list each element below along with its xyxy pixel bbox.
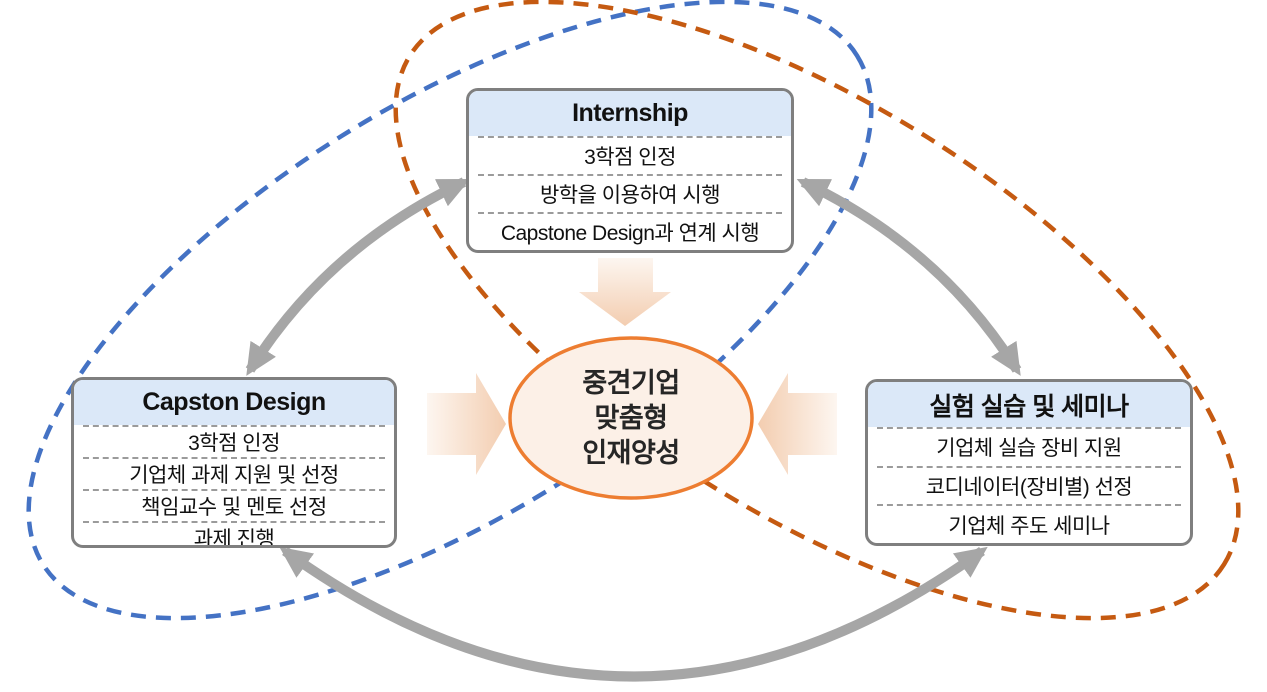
capstone-row-2: 기업체 과제 지원 및 선정 bbox=[83, 457, 385, 489]
lab-box-rows: 기업체 실습 장비 지원 코디네이터(장비별) 선정 기업체 주도 세미나 bbox=[868, 427, 1190, 543]
capstone-internship-arrow bbox=[245, 177, 471, 376]
internship-box-rows: 3학점 인정 방학을 이용하여 시행 Capstone Design과 연계 시… bbox=[469, 136, 791, 250]
capstone-row-3: 책임교수 및 멘토 선정 bbox=[83, 489, 385, 521]
capstone-design-box: Capston Design 3학점 인정 기업체 과제 지원 및 선정 책임교… bbox=[71, 377, 397, 548]
internship-row-2: 방학을 이용하여 시행 bbox=[478, 174, 782, 212]
capstone-box-title: Capston Design bbox=[74, 380, 394, 425]
lab-row-2: 코디네이터(장비별) 선정 bbox=[877, 465, 1181, 505]
internship-row-3: Capstone Design과 연계 시행 bbox=[478, 212, 782, 250]
orange-dashed-ellipse bbox=[393, 0, 1241, 621]
lab-to-center-arrow bbox=[758, 373, 837, 475]
center-goal-line-2: 맞춤형 bbox=[594, 403, 668, 433]
internship-box-title: Internship bbox=[469, 91, 791, 136]
lab-box-title: 실험 실습 및 세미나 bbox=[868, 382, 1190, 427]
capstone-box-rows: 3학점 인정 기업체 과제 지원 및 선정 책임교수 및 멘토 선정 과제 진행 bbox=[74, 425, 394, 545]
capstone-lab-arrow bbox=[279, 546, 988, 682]
center-goal-line-3: 인재양성 bbox=[582, 438, 680, 468]
center-goal-ellipse bbox=[508, 336, 754, 500]
lab-seminar-box: 실험 실습 및 세미나 기업체 실습 장비 지원 코디네이터(장비별) 선정 기… bbox=[865, 379, 1193, 546]
center-goal-label: 중견기업 맞춤형 인재양성 bbox=[506, 366, 756, 471]
internship-to-center-arrow bbox=[579, 258, 671, 326]
internship-box: Internship 3학점 인정 방학을 이용하여 시행 Capstone D… bbox=[466, 88, 794, 253]
capstone-row-1: 3학점 인정 bbox=[83, 425, 385, 457]
lab-row-1: 기업체 실습 장비 지원 bbox=[877, 427, 1181, 466]
internship-lab-arrow bbox=[796, 177, 1022, 376]
center-goal-line-1: 중견기업 bbox=[582, 368, 680, 398]
internship-row-1: 3학점 인정 bbox=[478, 136, 782, 174]
lab-row-3: 기업체 주도 세미나 bbox=[877, 504, 1181, 543]
capstone-to-center-arrow bbox=[427, 373, 506, 475]
capstone-row-4: 과제 진행 bbox=[83, 521, 385, 545]
